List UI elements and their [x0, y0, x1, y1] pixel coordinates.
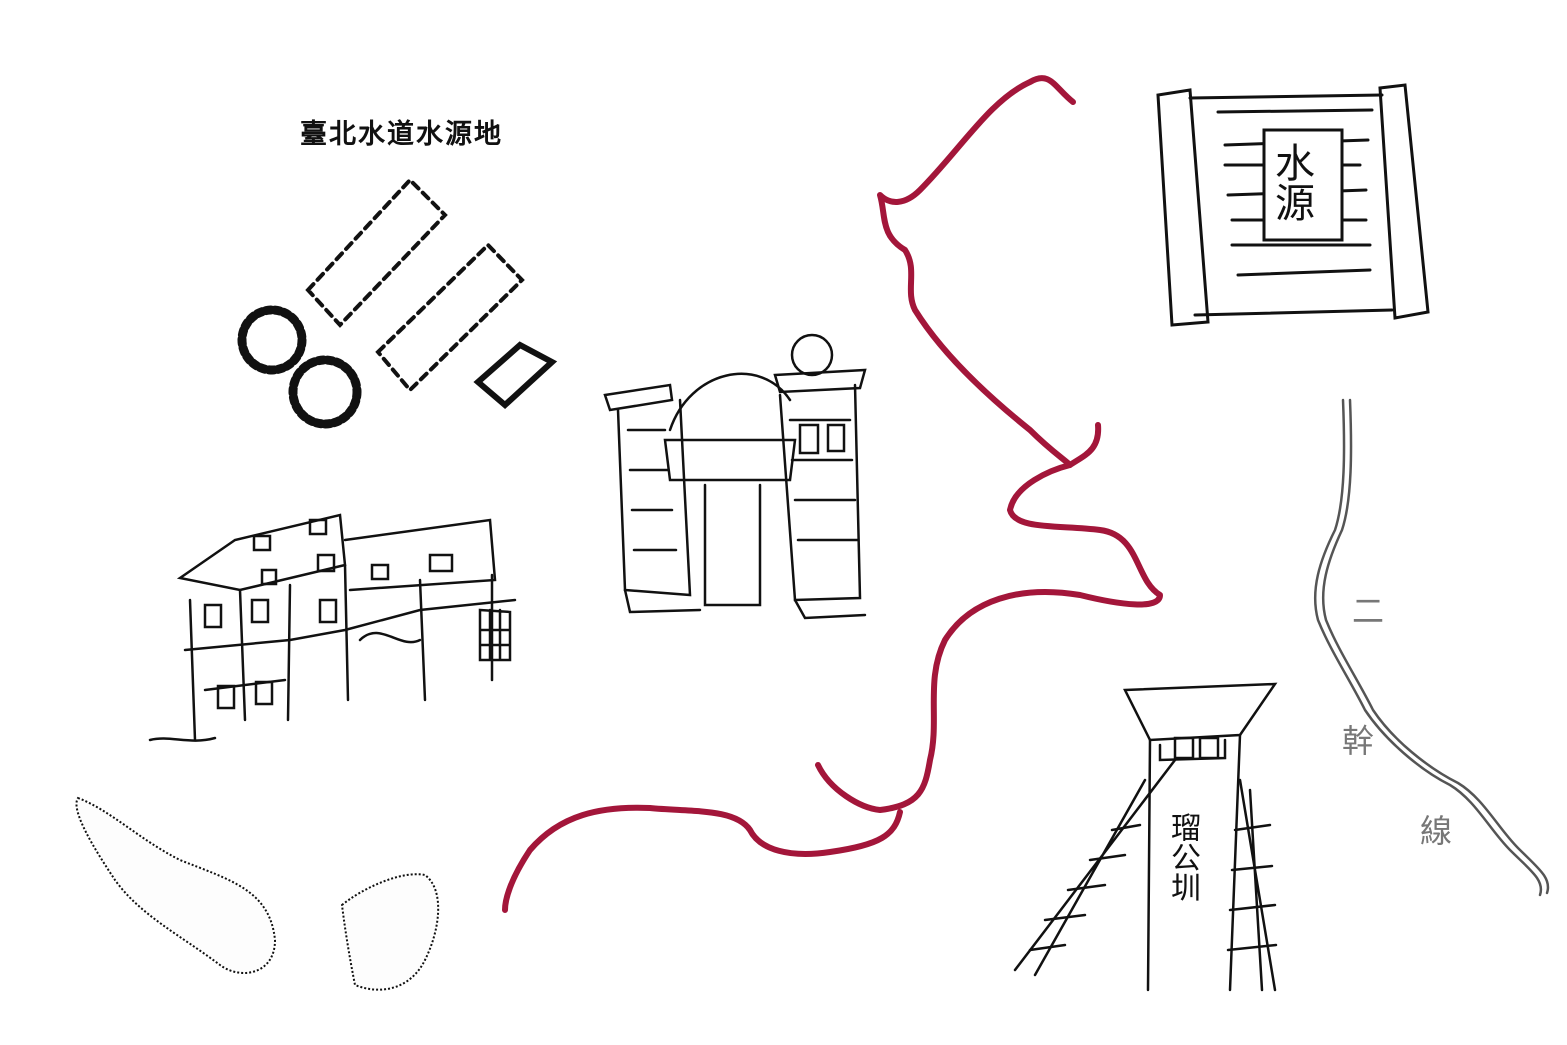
canal-label-3: 線	[1420, 812, 1453, 850]
plaque-label: 水源	[1268, 142, 1314, 222]
page-title: 臺北水道水源地	[300, 119, 503, 150]
reservoir-plan-icon	[237, 177, 558, 429]
pump-station-icon	[148, 513, 517, 742]
route-line	[502, 75, 1163, 913]
gate-label: 瑠公圳	[1165, 812, 1200, 902]
canal-gate-icon	[1013, 682, 1278, 992]
canal-label-2: 幹	[1342, 722, 1375, 760]
canal-label-1: 二	[1352, 592, 1385, 630]
gate-building-icon	[603, 333, 867, 620]
pond-icon	[75, 796, 440, 991]
canal-icon	[1314, 398, 1550, 897]
plaque-icon	[1156, 83, 1430, 327]
